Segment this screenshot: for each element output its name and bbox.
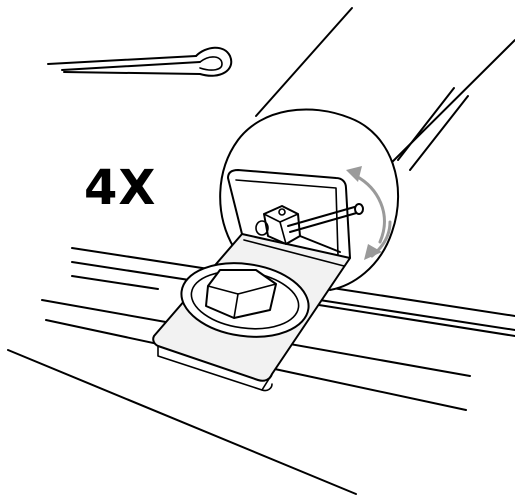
rotate-arrows-icon — [346, 166, 392, 260]
quantity-label: 4X — [84, 160, 157, 216]
pin-assembly — [255, 203, 364, 253]
cotter-pin-icon — [47, 46, 233, 77]
hex-bolt — [180, 262, 310, 338]
